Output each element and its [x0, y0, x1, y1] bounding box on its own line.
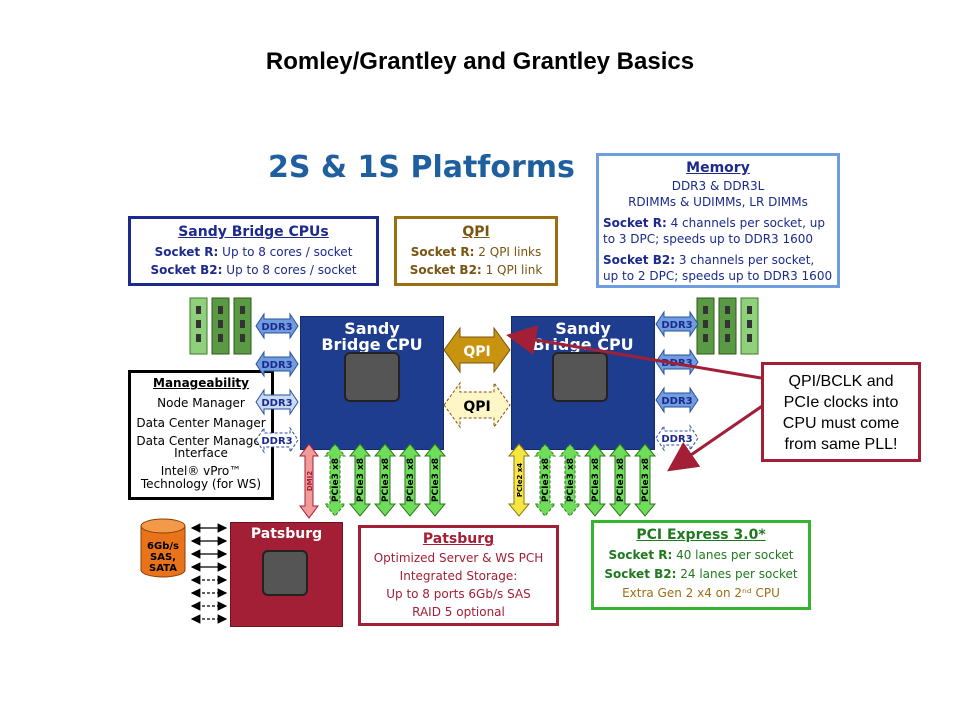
sandy-bridge-socket-r: Socket R: Up to 8 cores / socket	[154, 245, 353, 259]
ddr3-link-left-3: DDR3	[255, 388, 299, 416]
pcie3-link-left-4: PCIe3 x8	[398, 443, 422, 517]
callout-line: from same PLL!	[784, 436, 898, 453]
pcie3x8-label: PCIe3 x8	[541, 458, 551, 502]
sandy-bridge-heading: Sandy Bridge CPUs	[178, 224, 329, 240]
ddr3-link-right-3: DDR3	[655, 386, 699, 414]
pcie3x8-label: PCIe3 x8	[616, 458, 626, 502]
ddr3-label: DDR3	[261, 398, 292, 409]
ddr3-label: DDR3	[661, 434, 692, 445]
pcie3x8-label: PCIe3 x8	[381, 458, 391, 502]
qpi-solid-label: QPI	[463, 344, 490, 360]
pcie3-link-right-4: PCIe3 x8	[608, 443, 632, 517]
patsburg-pch-label: Patsburg	[250, 526, 323, 542]
callout-line: PCIe clocks into	[783, 394, 899, 411]
ddr3-label: DDR3	[661, 396, 692, 407]
ddr3-label: DDR3	[261, 360, 292, 371]
ddr3-link-left-2: DDR3	[255, 350, 299, 378]
pcie3-links-left: PCIe3 x8 PCIe3 x8 PCIe3 x8 PCIe3 x8 PCIe…	[323, 443, 447, 517]
qpi-link-solid: QPI	[443, 326, 511, 374]
ddr3-link-left-1: DDR3	[255, 312, 299, 340]
memory-socket-r: Socket R: 4 channels per socket, up to 3…	[603, 216, 825, 246]
callout-arrow-qpi	[506, 325, 762, 380]
ddr3-link-right-4: DDR3	[655, 424, 699, 452]
pcie3x8-label: PCIe3 x8	[641, 458, 651, 502]
dmi2-label: DMI2	[306, 471, 314, 491]
manageability-item: Node Manager	[157, 396, 245, 410]
pcie3-link-right-1: PCIe3 x8	[533, 443, 557, 517]
pcie3-link-left-3: PCIe3 x8	[373, 443, 397, 517]
memory-info-box: Memory DDR3 & DDR3L RDIMMs & UDIMMs, LR …	[596, 153, 840, 288]
cpu-right-label: Sandy Bridge CPU	[532, 319, 634, 354]
patsburg-line: Up to 8 ports 6Gb/s SAS	[386, 587, 531, 601]
storage-label-line3: SATA	[149, 563, 177, 574]
pcie3-link-left-5: PCIe3 x8	[423, 443, 447, 517]
dimm-group-left	[189, 297, 252, 355]
cpu-right-die	[552, 352, 608, 402]
memory-line-ddr: DDR3 & DDR3L	[671, 179, 765, 193]
patsburg-pch-die	[262, 550, 308, 596]
patsburg-info-box: Patsburg Optimized Server & WS PCH Integ…	[358, 525, 559, 626]
sandy-bridge-info-box: Sandy Bridge CPUs Socket R: Up to 8 core…	[128, 216, 379, 286]
manageability-item: Intel® vPro™ Technology (for WS)	[140, 464, 262, 491]
storage-label-line2: SAS,	[150, 552, 176, 563]
pll-callout-box: QPI/BCLK and PCIe clocks into CPU must c…	[761, 362, 921, 462]
pcie3-link-right-2: PCIe3 x8	[558, 443, 582, 517]
patsburg-heading: Patsburg	[422, 531, 495, 547]
pcie-heading: PCI Express 3.0*	[636, 527, 766, 543]
pcie3x8-label: PCIe3 x8	[566, 458, 576, 502]
pcie3x8-label: PCIe3 x8	[406, 458, 416, 502]
dimm-group-right	[696, 297, 759, 355]
pcie2x4-label: PCIe2 x4	[516, 463, 524, 497]
ddr3-link-left-4: DDR3	[255, 426, 299, 454]
manageability-item: Data Center Manager Interface	[136, 434, 266, 460]
qpi-info-box: QPI Socket R: 2 QPI links Socket B2: 1 Q…	[394, 216, 558, 286]
patsburg-line: RAID 5 optional	[412, 605, 505, 619]
memory-line-dimms: RDIMMs & UDIMMs, LR DIMMs	[628, 195, 808, 209]
qpi-socket-r: Socket R: 2 QPI links	[410, 245, 542, 259]
pcie3-link-left-1: PCIe3 x8	[323, 443, 347, 517]
callout-line: QPI/BCLK and	[788, 373, 894, 390]
cpu-left-die	[344, 352, 400, 402]
cpu-left-label: Sandy Bridge CPU	[321, 319, 423, 354]
pcie3x8-label: PCIe3 x8	[431, 458, 441, 502]
pcie-socket-r: Socket R: 40 lanes per socket	[608, 548, 794, 562]
qpi-socket-b2: Socket B2: 1 QPI link	[409, 263, 543, 277]
ddr3-link-right-1: DDR3	[655, 310, 699, 338]
storage-cylinder-icon: 6Gb/s SAS, SATA	[140, 518, 186, 578]
qpi-heading: QPI	[462, 224, 490, 240]
callout-arrows	[506, 325, 772, 472]
platform-title: 2S & 1S Platforms	[268, 150, 575, 185]
pcie3-links-right: PCIe3 x8 PCIe3 x8 PCIe3 x8 PCIe3 x8 PCIe…	[533, 443, 657, 517]
dmi2-link: DMI2	[299, 443, 319, 519]
ddr3-label: DDR3	[261, 322, 292, 333]
manageability-box: Manageability Node Manager Data Center M…	[128, 370, 274, 500]
callout-line: CPU must come	[782, 415, 900, 432]
pcie3x8-label: PCIe3 x8	[591, 458, 601, 502]
memory-heading: Memory	[686, 160, 750, 176]
qpi-dashed-label: QPI	[463, 399, 490, 415]
qpi-link-dashed: QPI	[443, 381, 511, 429]
storage-label-line1: 6Gb/s	[147, 541, 179, 552]
sandy-bridge-socket-b2: Socket B2: Up to 8 cores / socket	[150, 263, 357, 277]
ddr3-label: DDR3	[661, 320, 692, 331]
patsburg-line: Optimized Server & WS PCH	[373, 551, 544, 565]
callout-arrow-pcie	[667, 398, 772, 472]
patsburg-line: Integrated Storage:	[399, 569, 518, 583]
pcie-socket-b2: Socket B2: 24 lanes per socket	[604, 567, 798, 581]
pcie-info-box: PCI Express 3.0* Socket R: 40 lanes per …	[591, 520, 811, 610]
pcie3-link-right-3: PCIe3 x8	[583, 443, 607, 517]
pcie3x8-label: PCIe3 x8	[356, 458, 366, 502]
storage-port-arrows	[190, 523, 228, 624]
slide-title: Romley/Grantley and Grantley Basics	[265, 48, 695, 75]
pcie3-link-left-2: PCIe3 x8	[348, 443, 372, 517]
manageability-heading: Manageability	[153, 376, 249, 390]
pcie-extra-gen2: Extra Gen 2 x4 on 2ⁿᵈ CPU	[622, 586, 780, 600]
memory-socket-b2: Socket B2: 3 channels per socket, up to …	[603, 253, 833, 283]
pcie3-link-right-5: PCIe3 x8	[633, 443, 657, 517]
ddr3-label: DDR3	[261, 436, 292, 447]
pcie3x8-label: PCIe3 x8	[331, 458, 341, 502]
manageability-item: Data Center Manager	[136, 416, 266, 430]
pcie2x4-link: PCIe2 x4	[507, 443, 531, 517]
